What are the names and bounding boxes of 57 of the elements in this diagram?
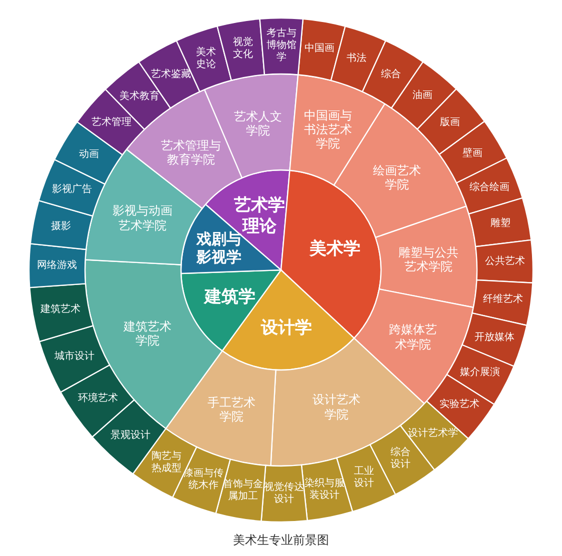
segment-label: 影视广告 [50, 184, 93, 196]
segment-label: 雕塑与公共艺术学院 [398, 245, 460, 274]
segment-label: 设计艺术学 [407, 428, 460, 440]
segment-label: 版画 [438, 116, 461, 129]
ring-segment [468, 197, 532, 247]
segment-label: 陶艺与热成型 [150, 450, 182, 474]
segment-label: 景观设计 [109, 430, 152, 442]
segment-label: 艺术管理与教育学院 [160, 138, 222, 167]
ring-segment [30, 200, 93, 250]
segment-label: 美术教育 [118, 90, 160, 103]
segment-label: 书法 [345, 53, 368, 66]
segment-label: 综合绘画 [468, 182, 510, 194]
segment-label: 建筑学 [202, 287, 256, 308]
segment-label: 中国画 [303, 43, 336, 56]
segment-label: 中国画与书法艺术学院 [302, 108, 353, 152]
segment-label: 美术史论 [194, 46, 217, 71]
segment-label: 首饰与金属加工 [222, 478, 264, 503]
ring-segment [259, 18, 303, 75]
segment-label: 建筑艺术学院 [122, 319, 172, 348]
segment-label: 绘画艺术学院 [372, 163, 422, 192]
segment-label: 视觉文化 [232, 37, 254, 62]
segment-label: 雕塑 [489, 218, 512, 230]
segment-label: 艺术管理 [90, 117, 133, 130]
segment-label: 设计艺术学院 [311, 392, 362, 422]
segment-label: 油画 [412, 90, 434, 102]
segment-label: 综合设计 [390, 447, 412, 472]
ring-segment [375, 206, 477, 308]
segment-label: 美术学 [308, 239, 362, 260]
segment-label: 环境艺术 [77, 393, 120, 406]
segment-label: 染织与服装设计 [304, 478, 346, 502]
segment-label: 纤维艺术 [482, 294, 524, 306]
ring-segment [29, 283, 94, 342]
segment-label: 艺术人文学院 [232, 109, 283, 138]
segment-label: 实验艺术 [438, 399, 481, 412]
caption: 美术生专业前景图 [232, 532, 330, 549]
ring-segment [39, 325, 110, 393]
segment-label: 设计学 [260, 318, 314, 338]
segment-label: 艺术鉴藏 [150, 68, 192, 81]
segment-label: 考古与博物馆学 [265, 28, 298, 64]
segment-label: 壁画 [461, 148, 484, 160]
segment-label: 摄影 [50, 221, 72, 234]
segment-label: 工业设计 [353, 466, 375, 490]
segment-label: 网络游戏 [36, 260, 78, 272]
segment-label: 公共艺术 [484, 256, 526, 268]
segment-label: 综合 [380, 68, 402, 81]
segment-label: 手工艺术学院 [206, 395, 257, 424]
segment-label: 视觉传达设计 [262, 482, 305, 506]
segment-label: 城市设计 [53, 350, 96, 363]
segment-label: 戏剧与影视学 [196, 230, 242, 266]
segment-label: 影视与动画艺术学院 [111, 204, 174, 233]
ring-segment [217, 18, 265, 81]
segment-label: 跨媒体艺术学院 [388, 322, 438, 352]
segment-label: 动画 [78, 148, 100, 161]
segment-label: 媒介展演 [458, 366, 501, 379]
segment-label: 开放媒体 [474, 332, 516, 344]
ring-segment [222, 270, 355, 370]
segment-label: 建筑艺术 [40, 304, 82, 316]
